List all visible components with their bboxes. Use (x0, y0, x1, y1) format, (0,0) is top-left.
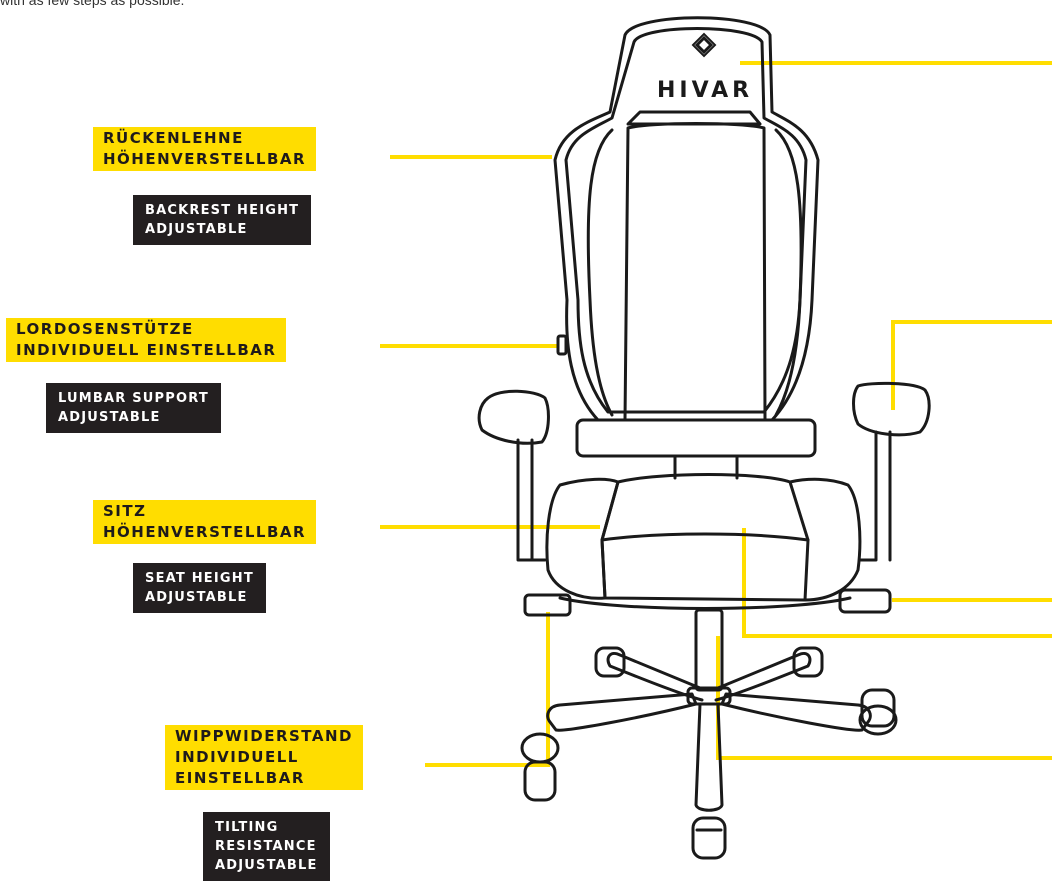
right-armrest-pad (852, 381, 931, 437)
intro-text: with as few steps as possible. (0, 0, 185, 8)
base-arm-left (546, 692, 698, 732)
label-tilting-en: TILTING RESISTANCE ADJUSTABLE (203, 812, 330, 881)
headrest-cushion (626, 110, 762, 126)
right-armrest-post (858, 430, 892, 562)
label-line: HÖHENVERSTELLBAR (103, 150, 307, 168)
left-armrest-pad (477, 389, 550, 445)
leader-gaslift (716, 636, 1052, 760)
lumbar-knob (556, 334, 568, 356)
backrest-inner-edge (564, 27, 808, 414)
label-lumbar-de: LORDOSENSTÜTZE INDIVIDUELL EINSTELLBAR (6, 318, 287, 362)
label-line: BACKREST HEIGHT (145, 203, 300, 218)
caster-back-left (594, 646, 626, 678)
seat-front-seam (600, 532, 810, 542)
label-line: LUMBAR SUPPORT (58, 391, 209, 406)
base-arm-back-left (606, 651, 704, 702)
label-line: ADJUSTABLE (215, 858, 318, 873)
leader-seat-depth (742, 528, 1052, 638)
label-seat-de: SITZ HÖHENVERSTELLBAR (93, 500, 317, 544)
label-lumbar-en: LUMBAR SUPPORT ADJUSTABLE (46, 383, 221, 433)
label-line: RÜCKENLEHNE (103, 129, 244, 147)
label-line: TILTING (215, 820, 279, 835)
label-line: SITZ (103, 502, 147, 520)
back-cushion (623, 122, 767, 422)
right-wing (774, 128, 803, 417)
label-line: ADJUSTABLE (145, 590, 248, 605)
label-line: WIPPWIDERSTAND (175, 727, 353, 745)
label-line: EINSTELLBAR (175, 769, 305, 787)
label-line: INDIVIDUELL (175, 748, 299, 766)
base-arm-back-right (714, 651, 812, 702)
logo-emblem-icon (691, 32, 717, 58)
left-lever (523, 593, 572, 617)
caster-right (858, 688, 898, 736)
label-line: ADJUSTABLE (58, 410, 161, 425)
lower-back-bar (575, 418, 817, 458)
label-backrest-en: BACKREST HEIGHT ADJUSTABLE (133, 195, 312, 245)
label-line: ADJUSTABLE (145, 222, 248, 237)
leader-lines (380, 61, 1052, 767)
seat-center (600, 473, 810, 602)
label-line: LORDOSENSTÜTZE (16, 320, 194, 338)
base-arm-front (694, 702, 724, 812)
label-seat-en: SEAT HEIGHT ADJUSTABLE (133, 563, 266, 613)
caster-front (691, 816, 727, 860)
leader-tilt (425, 612, 550, 767)
label-tilting-de: WIPPWIDERSTAND INDIVIDUELL EINSTELLBAR (165, 725, 363, 790)
left-armrest-post (516, 438, 547, 562)
label-line: SEAT HEIGHT (145, 571, 254, 586)
brand-logo-text: HIVAR (657, 78, 754, 103)
backrest-shell (553, 16, 820, 422)
label-line: RESISTANCE (215, 839, 317, 854)
gas-lift (694, 608, 724, 692)
seat-left (545, 477, 620, 600)
label-backrest-de: RÜCKENLEHNE HÖHENVERSTELLBAR (93, 127, 317, 171)
left-wing (586, 128, 614, 417)
seat-right (788, 477, 862, 602)
caster-left (520, 732, 560, 802)
label-line: HÖHENVERSTELLBAR (103, 523, 307, 541)
label-line: INDIVIDUELL EINSTELLBAR (16, 341, 277, 359)
chair-outline (477, 16, 931, 860)
caster-back-right (792, 646, 824, 678)
leader-armrest (891, 320, 1052, 410)
base-arm-right (720, 692, 872, 732)
right-lever (838, 588, 892, 614)
